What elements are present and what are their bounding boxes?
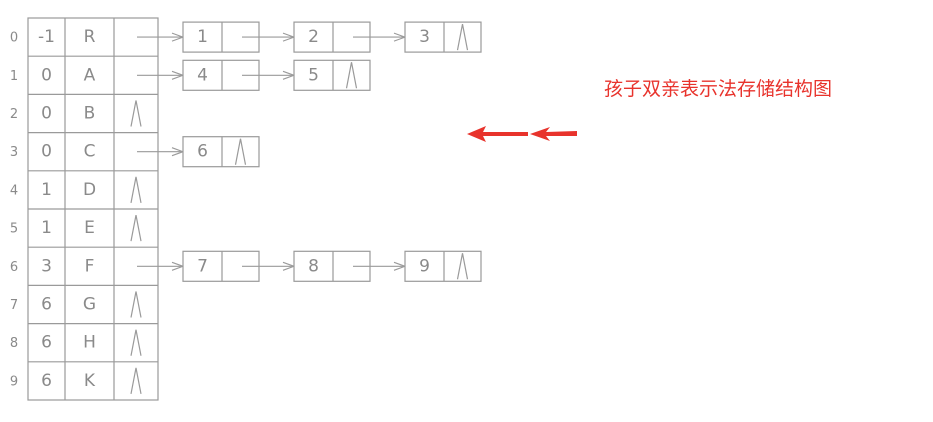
- child-linked-lists: 1 2 3 4 5 6 7 8 9: [137, 21, 482, 282]
- data-cell: K: [84, 371, 96, 391]
- parent-cell: 6: [41, 333, 52, 353]
- red-arrow-annotation: [467, 126, 577, 142]
- parent-cell: 6: [41, 295, 52, 315]
- child-index-value: 8: [308, 256, 319, 276]
- row-index-label: 2: [10, 107, 18, 122]
- child-node: [404, 21, 482, 53]
- parent-cell: 0: [41, 142, 52, 162]
- diagram-caption: 孩子双亲表示法存储结构图: [604, 78, 833, 100]
- child-node: [293, 59, 371, 91]
- null-pointer-symbol: [456, 23, 469, 51]
- parent-cell: 0: [41, 65, 52, 85]
- null-pointer-symbol: [130, 329, 142, 356]
- row-index-label: 6: [10, 260, 18, 275]
- red-arrow-left-head: [467, 126, 528, 142]
- child-index-value: 1: [197, 27, 208, 47]
- child-index-value: 5: [308, 65, 319, 85]
- child-index-value: 9: [419, 256, 430, 276]
- child-index-value: 7: [197, 256, 208, 276]
- parent-cell: 1: [41, 180, 52, 200]
- parent-cell: 6: [41, 371, 52, 391]
- child-node: [182, 136, 260, 168]
- row-index-label: 4: [10, 183, 18, 198]
- child-node: [404, 250, 482, 282]
- row-index-label: 1: [10, 69, 18, 84]
- null-pointer-symbol: [130, 100, 142, 127]
- red-arrow-right-head: [530, 127, 577, 141]
- null-pointer-symbol: [130, 214, 142, 242]
- parent-cell: 0: [41, 104, 52, 124]
- parent-cell: 3: [41, 256, 52, 276]
- child-index-value: 6: [197, 142, 208, 162]
- null-pointer-symbol: [130, 176, 142, 204]
- data-cell: H: [83, 333, 96, 353]
- child-index-value: 3: [419, 27, 430, 47]
- child-index-value: 4: [197, 65, 208, 85]
- data-cell: F: [85, 256, 95, 276]
- null-pointer-symbol: [234, 138, 247, 165]
- row-index-label: 7: [10, 298, 18, 313]
- data-cell: D: [83, 180, 96, 200]
- null-pointer-symbol: [130, 291, 142, 318]
- data-cell: A: [84, 65, 96, 85]
- data-cell: E: [84, 218, 95, 238]
- data-cell: C: [84, 142, 96, 162]
- row-index-label: 9: [10, 374, 18, 389]
- row-index-label: 3: [10, 145, 18, 160]
- parent-cell: -1: [38, 27, 55, 47]
- data-cell: R: [84, 27, 96, 47]
- null-pointer-symbol: [456, 253, 469, 280]
- data-cell: B: [84, 104, 96, 124]
- row-index-label: 5: [10, 222, 18, 237]
- row-index-label: 0: [10, 31, 18, 46]
- parent-cell: 1: [41, 218, 52, 238]
- null-pointer-symbol: [345, 62, 358, 89]
- null-pointer-symbol: [130, 367, 142, 395]
- child-index-value: 2: [308, 27, 319, 47]
- row-index-label: 8: [10, 336, 18, 351]
- data-cell: G: [83, 295, 96, 315]
